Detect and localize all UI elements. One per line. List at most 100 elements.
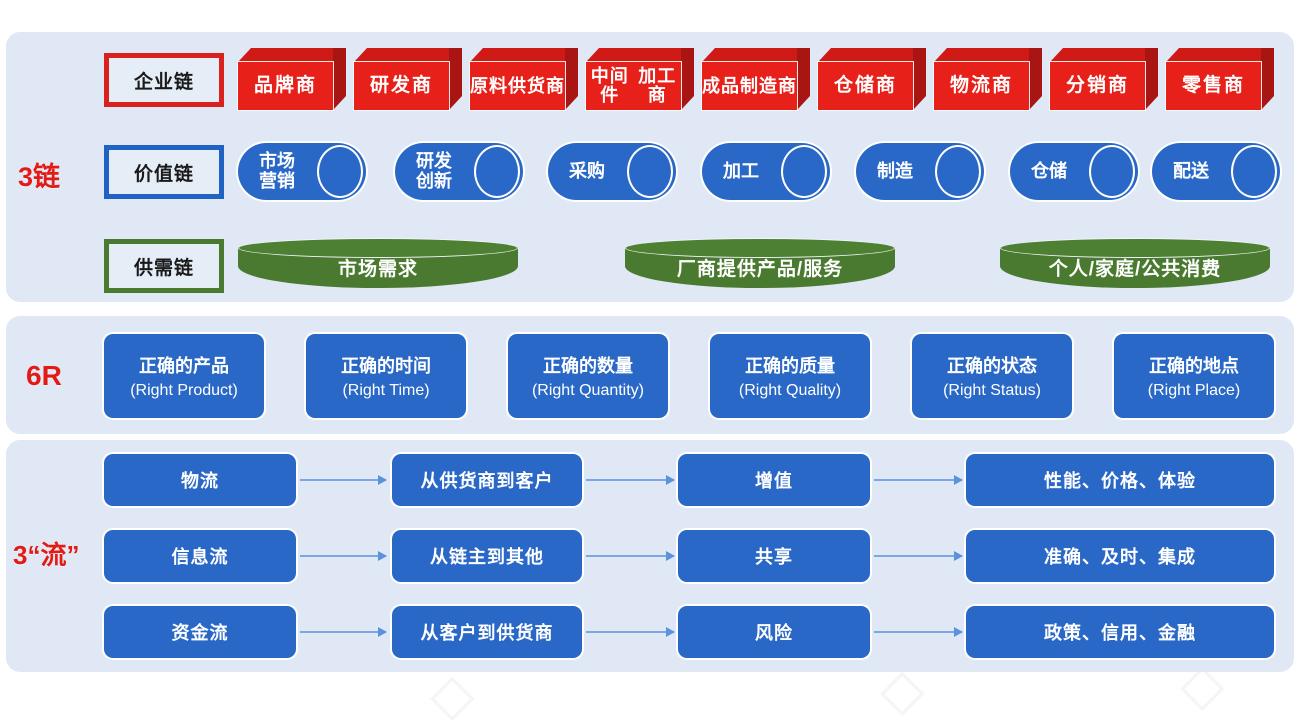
enterprise-node-label: 零售商 xyxy=(1166,62,1261,110)
cube-side-face xyxy=(333,48,346,110)
six-r-card-right-place[interactable]: 正确的地点 (Right Place) xyxy=(1114,334,1274,418)
flow-nature-information[interactable]: 共享 xyxy=(678,530,870,582)
value-node-procurement[interactable]: 采购 xyxy=(548,143,676,200)
enterprise-node-finished-goods-manufacturer[interactable]: 成品制 造商 xyxy=(702,48,810,110)
six-r-card-right-quality[interactable]: 正确的质量 (Right Quality) xyxy=(710,334,870,418)
flow-name-information[interactable]: 信息流 xyxy=(104,530,296,582)
cube-top-face xyxy=(818,48,926,62)
value-node-manufacturing[interactable]: 制造 xyxy=(856,143,984,200)
supply-node-consumption[interactable]: 个人/家庭/公共消费 xyxy=(1000,238,1270,296)
cube-top-face xyxy=(586,48,694,62)
flow-arrow-3b xyxy=(586,627,675,637)
flow-name-logistics[interactable]: 物流 xyxy=(104,454,296,506)
cube-side-face xyxy=(1145,48,1158,110)
six-r-card-cn: 正确的质量 xyxy=(745,356,835,376)
enterprise-node-label: 成品制 造商 xyxy=(702,62,797,110)
flow-name-label: 信息流 xyxy=(171,547,229,567)
enterprise-node-distributor[interactable]: 分销商 xyxy=(1050,48,1158,110)
enterprise-node-label: 中间件 加工商 xyxy=(586,62,681,110)
enterprise-node-label: 研发商 xyxy=(354,62,449,110)
cube-top-face xyxy=(702,48,810,62)
value-node-label: 研发 创新 xyxy=(395,143,473,200)
flow-name-label: 资金流 xyxy=(171,623,229,643)
flow-arrow-1c xyxy=(874,475,963,485)
supply-node-market-demand[interactable]: 市场需求 xyxy=(238,238,518,296)
enterprise-node-rnd[interactable]: 研发商 xyxy=(354,48,462,110)
enterprise-node-warehousing[interactable]: 仓储商 xyxy=(818,48,926,110)
enterprise-node-retailer[interactable]: 零售商 xyxy=(1166,48,1274,110)
line-1: 成品制 xyxy=(702,75,759,96)
six-r-card-en: (Right Product) xyxy=(130,382,238,399)
six-r-card-right-time[interactable]: 正确的时间 (Right Time) xyxy=(306,334,466,418)
flow-arrow-3a xyxy=(300,627,387,637)
line-2: 加工商 xyxy=(638,66,677,105)
value-node-warehousing[interactable]: 仓储 xyxy=(1010,143,1138,200)
cylinder-end-cap xyxy=(935,145,981,198)
line-2: 营销 xyxy=(259,170,295,191)
flow-arrow-2b xyxy=(586,551,675,561)
six-r-card-right-product[interactable]: 正确的产品 (Right Product) xyxy=(104,334,264,418)
value-node-marketing[interactable]: 市场 营销 xyxy=(238,143,366,200)
six-r-card-right-status[interactable]: 正确的状态 (Right Status) xyxy=(912,334,1072,418)
cylinder-end-cap xyxy=(474,145,520,198)
six-r-card-cn: 正确的状态 xyxy=(947,356,1037,376)
supply-node-label: 市场需求 xyxy=(337,259,418,280)
value-node-label: 采购 xyxy=(569,160,605,181)
cube-side-face xyxy=(565,48,578,110)
flow-arrow-3c xyxy=(874,627,963,637)
flow-direction-logistics[interactable]: 从供货商到客户 xyxy=(392,454,582,506)
six-r-card-cn: 正确的产品 xyxy=(139,356,229,376)
section-label-six-r: 6R xyxy=(26,360,62,391)
six-r-card-en: (Right Time) xyxy=(342,382,430,399)
plate-enterprise-chain: 企业链 xyxy=(104,53,224,107)
cube-top-face xyxy=(470,48,578,62)
diagram-canvas: ◇ ◇ ◇ ◇ 3链 企业链 价值链 供需链 品牌商 研发商 原料供 货商 中间… xyxy=(6,32,1294,727)
flow-direction-capital[interactable]: 从客户到供货商 xyxy=(392,606,582,658)
enterprise-node-raw-material-supplier[interactable]: 原料供 货商 xyxy=(470,48,578,110)
six-r-card-en: (Right Status) xyxy=(943,382,1041,399)
cylinder-lid xyxy=(238,238,518,258)
six-r-card-right-quantity[interactable]: 正确的数量 (Right Quantity) xyxy=(508,334,668,418)
cube-top-face xyxy=(1166,48,1274,62)
flow-attrs-capital[interactable]: 政策、信用、金融 xyxy=(966,606,1274,658)
flow-attrs-information[interactable]: 准确、及时、集成 xyxy=(966,530,1274,582)
enterprise-node-intermediate-processor[interactable]: 中间件 加工商 xyxy=(586,48,694,110)
flow-arrow-1a xyxy=(300,475,387,485)
flow-nature-label: 共享 xyxy=(755,547,793,567)
six-r-card-en: (Right Place) xyxy=(1147,382,1241,399)
cube-side-face xyxy=(1029,48,1042,110)
supply-node-vendor-products-services[interactable]: 厂商提供产品/服务 xyxy=(625,238,895,296)
value-node-label: 加工 xyxy=(723,160,759,181)
value-node-delivery[interactable]: 配送 xyxy=(1152,143,1280,200)
plate-enterprise-chain-label: 企业链 xyxy=(109,58,219,102)
flow-direction-label: 从供货商到客户 xyxy=(420,471,554,491)
cylinder-end-cap xyxy=(627,145,673,198)
flow-direction-label: 从链主到其他 xyxy=(430,547,544,567)
flow-nature-label: 风险 xyxy=(755,623,793,643)
enterprise-node-label: 物流商 xyxy=(934,62,1029,110)
cylinder-end-cap xyxy=(317,145,363,198)
cube-top-face xyxy=(238,48,346,62)
plate-value-chain: 价值链 xyxy=(104,145,224,199)
flow-arrow-1b xyxy=(586,475,675,485)
flow-attrs-label: 政策、信用、金融 xyxy=(1044,623,1196,643)
enterprise-node-logistics[interactable]: 物流商 xyxy=(934,48,1042,110)
section-label-three-chains: 3链 xyxy=(18,162,61,192)
flow-name-capital[interactable]: 资金流 xyxy=(104,606,296,658)
enterprise-node-label: 品牌商 xyxy=(238,62,333,110)
flow-attrs-logistics[interactable]: 性能、价格、体验 xyxy=(966,454,1274,506)
cube-side-face xyxy=(1261,48,1274,110)
value-node-rnd-innovation[interactable]: 研发 创新 xyxy=(395,143,523,200)
cube-top-face xyxy=(934,48,1042,62)
enterprise-node-brand[interactable]: 品牌商 xyxy=(238,48,346,110)
value-node-processing[interactable]: 加工 xyxy=(702,143,830,200)
plate-value-chain-label: 价值链 xyxy=(109,150,219,194)
cube-side-face xyxy=(797,48,810,110)
flow-nature-capital[interactable]: 风险 xyxy=(678,606,870,658)
flow-attrs-label: 性能、价格、体验 xyxy=(1044,471,1196,491)
cube-top-face xyxy=(1050,48,1158,62)
flow-direction-information[interactable]: 从链主到其他 xyxy=(392,530,582,582)
flow-nature-logistics[interactable]: 增值 xyxy=(678,454,870,506)
plate-supply-demand-chain: 供需链 xyxy=(104,239,224,293)
section-label-three-flows: 3“流” xyxy=(13,540,80,570)
